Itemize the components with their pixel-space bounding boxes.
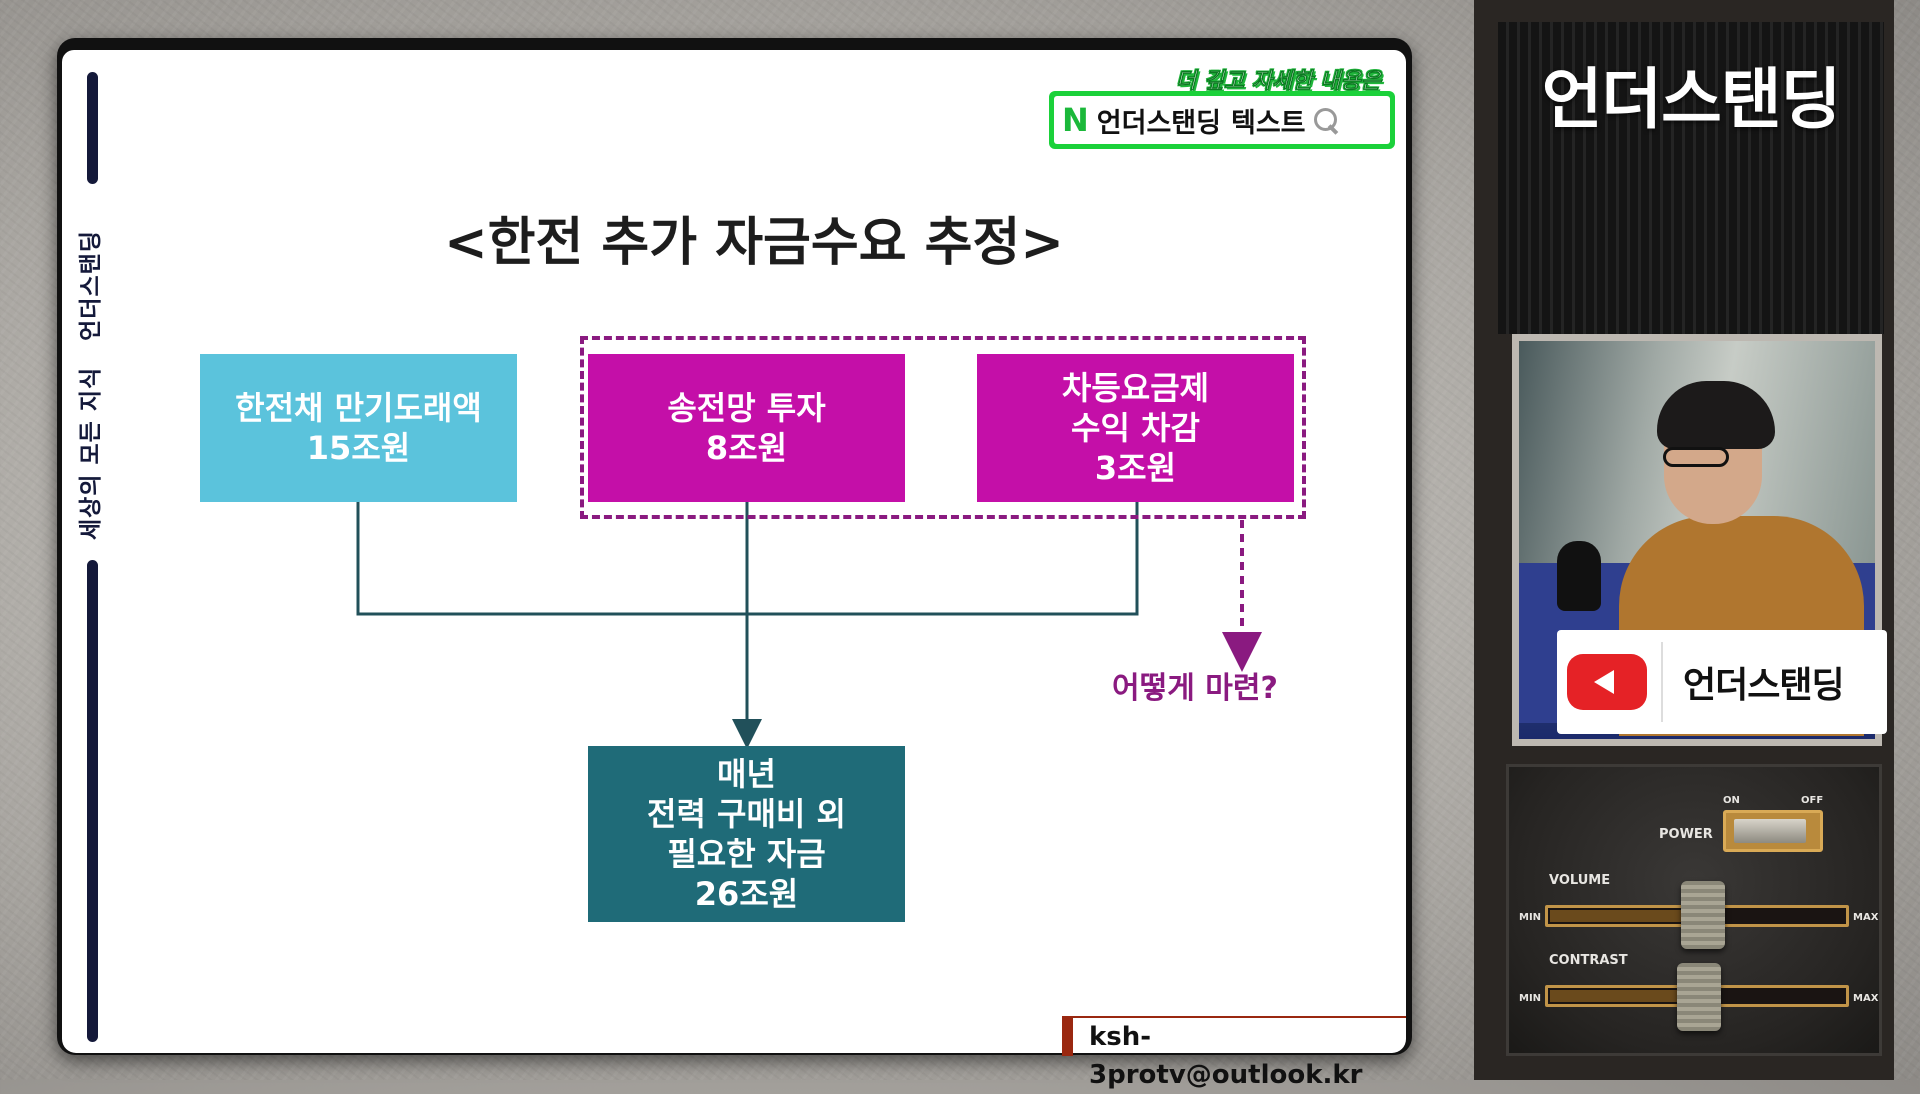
box-bond-maturity: 한전채 만기도래액 15조원 [200,354,517,502]
youtube-lower-third: 언더스탠딩 [1557,630,1887,734]
presenter-video-frame: 언더스탠딩 [1512,334,1887,746]
glasses-icon [1663,447,1729,467]
power-label: POWER [1659,827,1713,842]
volume-max-label: MAX [1853,912,1879,923]
search-icon [1312,106,1340,134]
box-annual-funding: 매년 전력 구매비 외 필요한 자금 26조원 [588,746,905,922]
microphone-icon [1557,541,1601,611]
banner-search-box: N 언더스탠딩 텍스트 [1049,91,1395,149]
side-accent-bar [87,72,98,184]
presenter-hair [1657,381,1775,449]
naver-search-banner: 더 깊고 자세한 내용은 N 언더스탠딩 텍스트 [1049,61,1395,151]
lower-third-channel-name: 언더스탠딩 [1683,665,1845,706]
side-accent-bar [87,560,98,1042]
retro-control-panel: ON OFF POWER VOLUME MIN MAX CONTRAST MIN… [1506,764,1882,1056]
presenter-video: 언더스탠딩 [1519,341,1887,739]
question-label: 어떻게 마련? [1112,671,1278,706]
contrast-min-label: MIN [1519,993,1542,1004]
slide-title: <한전 추가 자금수요 추정> [444,213,1064,273]
contrast-slider-knob[interactable] [1677,963,1721,1031]
channel-logo: 언더스탠딩 [1541,61,1842,138]
power-switch[interactable] [1723,810,1823,852]
divider [1661,642,1663,722]
contrast-label: CONTRAST [1549,953,1628,968]
box-tariff-deduction: 차등요금제 수익 차감 3조원 [977,354,1294,502]
banner-tagline: 더 깊고 자세한 내용은 [1175,69,1382,95]
banner-keyword: 텍스트 [1230,107,1306,139]
diagram-connectors [356,502,1262,749]
youtube-play-icon [1567,654,1647,710]
volume-label: VOLUME [1549,873,1611,888]
channel-logo-panel: 언더스탠딩 [1498,22,1884,334]
contact-email: ksh-3protv@outlook.kr [1062,1016,1406,1090]
power-switch-knob[interactable] [1734,819,1806,843]
box-grid-investment: 송전망 투자 8조원 [588,354,905,502]
contrast-slider-fill [1550,990,1690,1002]
naver-logo-icon: N [1062,101,1089,139]
volume-slider-fill [1550,910,1690,922]
on-label: ON [1723,795,1740,806]
banner-channel-name: 언더스탠딩 [1096,107,1221,139]
slide: 세상의 모든 지식 언더스탠딩 더 깊고 자세한 내용은 N 언더스탠딩 텍스트… [62,50,1406,1090]
off-label: OFF [1801,795,1824,806]
volume-slider-knob[interactable] [1681,881,1725,949]
contrast-max-label: MAX [1853,993,1879,1004]
dashed-group-border [580,336,1306,519]
volume-min-label: MIN [1519,912,1542,923]
